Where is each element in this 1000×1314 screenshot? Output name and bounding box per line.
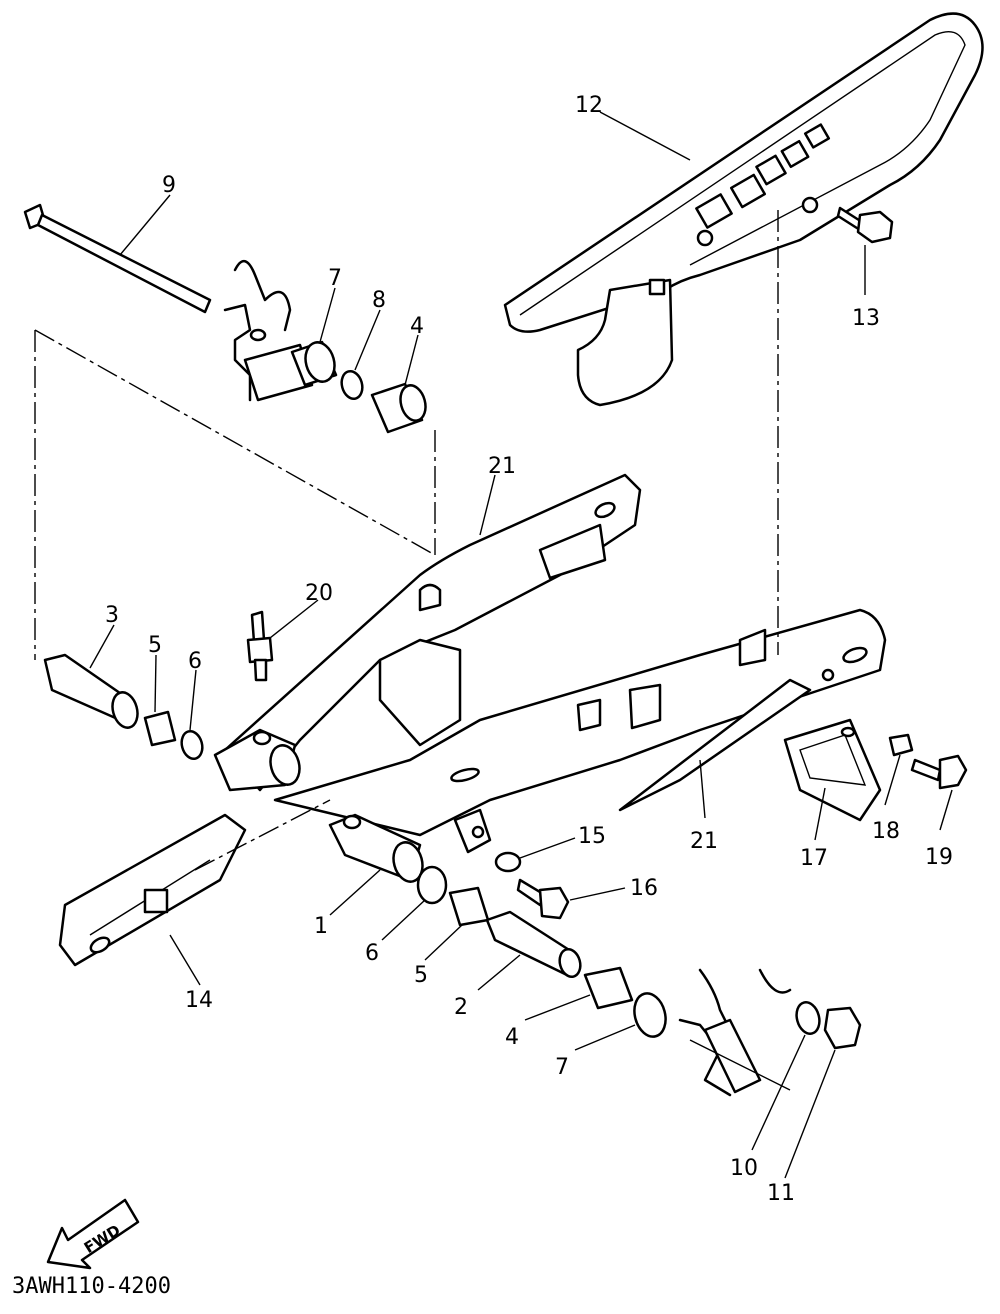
callout-16: 16 [630,876,658,901]
part-code: 3AWH110-4200 [12,1274,171,1299]
callout-14: 14 [185,988,213,1013]
washer-bolt-15-16 [494,851,570,920]
swingarm [223,473,887,837]
callout-15: 15 [578,824,606,849]
bolt-13 [836,206,894,244]
callout-4-upper: 4 [410,314,424,339]
callout-6-right: 6 [365,941,379,966]
callout-5-right: 5 [414,963,428,988]
plate-17 [783,718,882,822]
callout-17: 17 [800,846,828,871]
left-sleeve-set [43,653,204,761]
callout-2: 2 [454,995,468,1020]
callout-7-upper: 7 [328,266,342,291]
callout-21-upper: 21 [488,454,516,479]
callout-5-left: 5 [148,633,162,658]
callout-3: 3 [105,603,119,628]
callout-4-lower: 4 [505,1025,519,1050]
callout-7-lower: 7 [555,1055,569,1080]
leader-lines [89,111,953,1179]
fwd-arrow-icon: FWD [46,1198,140,1270]
callout-10: 10 [730,1156,758,1181]
callout-11: 11 [767,1181,795,1206]
upper-collar-set [290,340,427,434]
collar-18 [888,733,914,757]
callout-21-lower: 21 [690,829,718,854]
callout-6-left: 6 [188,649,202,674]
chain-guide-14 [58,813,247,967]
pivot-bolt-9 [23,203,212,314]
right-sleeve-set [416,865,667,1038]
callout-1: 1 [314,914,328,939]
grease-nipple-20 [246,610,274,682]
bolt-19 [910,754,968,790]
callout-9: 9 [162,173,176,198]
callout-8: 8 [372,288,386,313]
left-pivot-tube [213,728,301,792]
callout-12: 12 [575,93,603,118]
washer-nut [795,1001,862,1050]
assembly-guidelines [34,210,779,871]
callouts: 1 2 3 4 4 5 5 6 6 7 7 8 9 10 11 12 13 14… [105,93,953,1206]
chain-case [503,12,984,407]
callout-13: 13 [852,306,880,331]
callout-19: 19 [925,845,953,870]
frame-bracket-upper [223,260,314,402]
pivot-tube [328,808,492,883]
callout-20: 20 [305,581,333,606]
frame-bracket-lower [678,968,792,1097]
callout-18: 18 [872,819,900,844]
